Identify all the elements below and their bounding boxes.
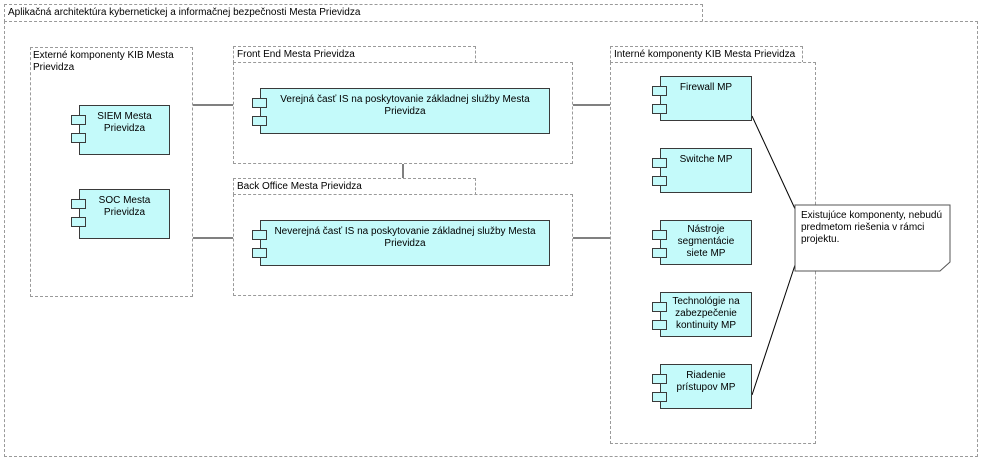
component-continuity-label: Technológie na zabezpečenie kontinuity M… bbox=[672, 296, 740, 331]
component-continuity[interactable]: Technológie na zabezpečenie kontinuity M… bbox=[660, 292, 752, 337]
component-port-icon bbox=[652, 176, 667, 186]
annotation-note-text: Existujúce komponenty, nebudú predmetom … bbox=[801, 210, 943, 245]
component-public-is[interactable]: Verejná časť IS na poskytovanie základne… bbox=[260, 88, 550, 134]
component-segmentation-label: Nástroje segmentácie siete MP bbox=[677, 224, 735, 259]
component-port-icon bbox=[71, 115, 86, 125]
note-link-access bbox=[751, 261, 797, 396]
internal-group-title: Interné komponenty KIB Mesta Prievidza bbox=[614, 49, 796, 60]
component-public-is-label: Verejná časť IS na poskytovanie základne… bbox=[280, 94, 530, 117]
component-segmentation[interactable]: Nástroje segmentácie siete MP bbox=[660, 220, 752, 265]
component-port-icon bbox=[652, 320, 667, 330]
component-port-icon bbox=[652, 248, 667, 258]
component-access-label: Riadenie prístupov MP bbox=[676, 370, 736, 393]
frontend-group-title: Front End Mesta Prievidza bbox=[237, 49, 355, 60]
component-port-icon bbox=[652, 86, 667, 96]
component-private-is[interactable]: Neverejná časť IS na poskytovanie základ… bbox=[260, 220, 550, 266]
backoffice-group-title: Back Office Mesta Prievidza bbox=[237, 181, 362, 192]
component-soc[interactable]: SOC Mesta Prievidza bbox=[79, 189, 170, 239]
component-port-icon bbox=[652, 374, 667, 384]
backoffice-group-tab: Back Office Mesta Prievidza bbox=[233, 178, 476, 195]
annotation-note: Existujúce komponenty, nebudú predmetom … bbox=[796, 206, 948, 266]
component-private-is-label: Neverejná časť IS na poskytovanie základ… bbox=[274, 226, 536, 249]
component-soc-label: SOC Mesta Prievidza bbox=[98, 195, 151, 218]
note-link-firewall bbox=[751, 115, 797, 212]
external-group-title: Externé komponenty KIB Mesta Prievidza bbox=[33, 50, 174, 73]
component-access[interactable]: Riadenie prístupov MP bbox=[660, 364, 752, 409]
outer-frame-title: Aplikačná architektúra kybernetickej a i… bbox=[8, 7, 361, 18]
component-port-icon bbox=[652, 302, 667, 312]
component-siem-label: SIEM Mesta Prievidza bbox=[97, 111, 152, 134]
component-port-icon bbox=[252, 116, 267, 126]
component-port-icon bbox=[652, 158, 667, 168]
component-port-icon bbox=[71, 217, 86, 227]
external-group bbox=[30, 47, 193, 297]
component-switche[interactable]: Switche MP bbox=[660, 148, 752, 193]
component-port-icon bbox=[71, 199, 86, 209]
component-port-icon bbox=[252, 248, 267, 258]
component-port-icon bbox=[652, 392, 667, 402]
component-switche-label: Switche MP bbox=[679, 154, 733, 165]
component-port-icon bbox=[652, 230, 667, 240]
component-port-icon bbox=[71, 133, 86, 143]
component-port-icon bbox=[252, 230, 267, 240]
frontend-group-tab: Front End Mesta Prievidza bbox=[233, 46, 476, 63]
component-port-icon bbox=[652, 104, 667, 114]
component-firewall[interactable]: Firewall MP bbox=[660, 76, 752, 121]
internal-group-tab: Interné komponenty KIB Mesta Prievidza bbox=[610, 46, 803, 63]
component-firewall-label: Firewall MP bbox=[679, 82, 733, 93]
component-siem[interactable]: SIEM Mesta Prievidza bbox=[79, 105, 170, 155]
outer-frame-tab: Aplikačná architektúra kybernetickej a i… bbox=[4, 4, 703, 22]
component-port-icon bbox=[252, 98, 267, 108]
